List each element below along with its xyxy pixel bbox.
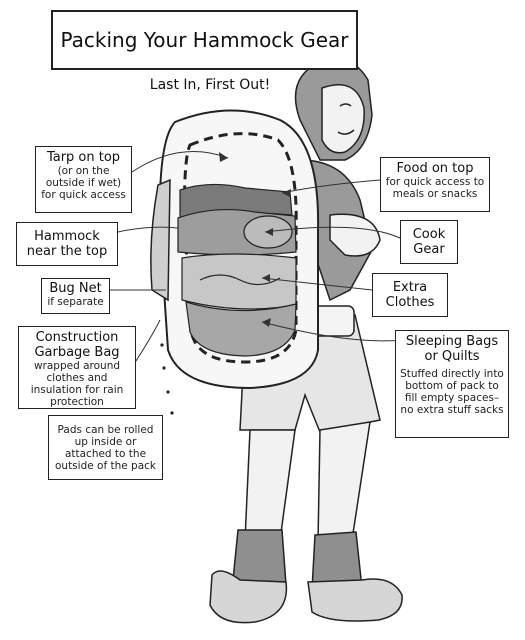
callout-bug-net-title: Bug Net: [49, 281, 102, 296]
callout-tarp-title: Tarp on top: [46, 150, 121, 165]
callout-food-title: Food on top: [396, 161, 474, 176]
callout-hammock: Hammock near the top: [16, 222, 118, 266]
callout-arrowheads: [219, 152, 291, 327]
callout-cook-gear: Cook Gear: [400, 220, 458, 264]
callout-sleeping-bags: Sleeping Bags or Quilts Stuffed directly…: [395, 330, 509, 438]
callout-hammock-title: Hammock near the top: [26, 229, 108, 259]
title-box: Packing Your Hammock Gear: [51, 10, 358, 70]
callout-pads-note: Pads can be rolled up inside or attached…: [54, 423, 157, 472]
callout-food: Food on top for quick access to meals or…: [380, 157, 490, 212]
callout-garbage-bag: Construction Garbage Bag wrapped around …: [18, 326, 136, 409]
callout-sleeping-bags-note: Stuffed directly into bottom of pack to …: [400, 368, 504, 416]
page-subtitle: Last In, First Out!: [149, 77, 271, 93]
callout-tarp-note: (or on the outside if wet) for quick acc…: [41, 165, 126, 201]
callout-tarp: Tarp on top (or on the outside if wet) f…: [35, 146, 132, 213]
callout-bug-net-note: if separate: [47, 296, 104, 308]
backpack: [150, 109, 320, 415]
callout-pads: Pads can be rolled up inside or attached…: [48, 415, 163, 480]
right-boot: [307, 578, 403, 622]
callout-bug-net: Bug Net if separate: [41, 278, 110, 314]
callout-garbage-bag-title: Construction Garbage Bag: [34, 330, 120, 360]
callout-cook-gear-title: Cook Gear: [412, 227, 446, 257]
hiker-arm: [329, 213, 381, 257]
callout-garbage-bag-note: wrapped around clothes and insulation fo…: [30, 360, 124, 408]
callout-extra-clothes-title: Extra Clothes: [385, 280, 435, 310]
callout-extra-clothes: Extra Clothes: [372, 273, 448, 317]
page-title: Packing Your Hammock Gear: [60, 28, 349, 52]
hiker-right-leg: [317, 421, 371, 543]
callout-sleeping-bags-title: Sleeping Bags or Quilts: [405, 334, 499, 364]
hiker-left-leg: [244, 429, 296, 541]
callout-food-note: for quick access to meals or snacks: [385, 176, 485, 200]
hiker-head: [294, 58, 373, 161]
left-boot: [209, 570, 288, 624]
